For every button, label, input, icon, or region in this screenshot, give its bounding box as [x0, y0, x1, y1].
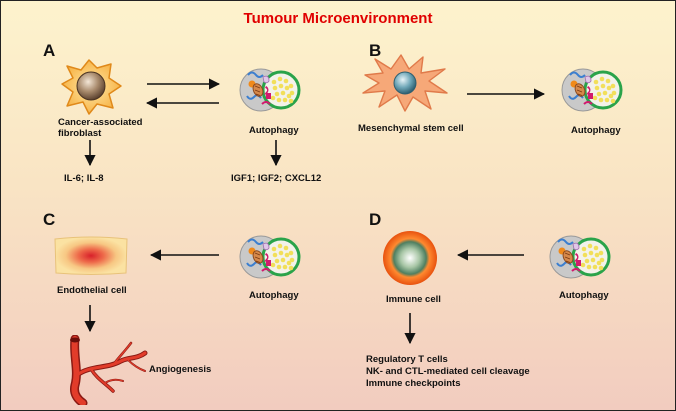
autophagy-icon: [239, 234, 301, 280]
panel-a-letter: A: [43, 41, 56, 60]
diagram-title: Tumour Microenvironment: [243, 10, 433, 27]
fibroblast-label-line2: fibroblast: [58, 128, 102, 139]
panel-b-letter: B: [369, 41, 382, 60]
endothelial-cell-icon: [54, 236, 128, 275]
blood-vessel-icon: [70, 335, 148, 405]
panel-d-letter: D: [369, 210, 382, 229]
endothelial-cell-label: Endothelial cell: [57, 285, 127, 296]
growth-factors-label: IGF1; IGF2; CXCL12: [231, 173, 322, 184]
autophagy-icon: [239, 67, 301, 113]
immune-output-1: Regulatory T cells: [366, 354, 448, 365]
immune-cell-label: Immune cell: [386, 294, 441, 305]
fibroblast-label-line1: Cancer-associated: [58, 117, 143, 128]
autophagy-label-b: Autophagy: [571, 125, 621, 136]
autophagy-label-a: Autophagy: [249, 125, 299, 136]
cytokines-label: IL-6; IL-8: [64, 173, 104, 184]
panel-c-letter: C: [43, 210, 56, 229]
angiogenesis-label: Angiogenesis: [149, 364, 212, 375]
fibroblast-icon: [61, 59, 122, 115]
immune-cell-icon: [383, 231, 437, 285]
autophagy-icon: [549, 234, 611, 280]
immune-output-3: Immune checkpoints: [366, 378, 461, 389]
autophagy-icon: [561, 67, 623, 113]
mesenchymal-stem-cell-icon: [362, 54, 448, 112]
autophagy-label-c: Autophagy: [249, 290, 299, 301]
immune-output-2: NK- and CTL-mediated cell cleavage: [366, 366, 530, 377]
mesenchymal-stem-cell-label: Mesenchymal stem cell: [358, 123, 464, 134]
autophagy-label-d: Autophagy: [559, 290, 609, 301]
